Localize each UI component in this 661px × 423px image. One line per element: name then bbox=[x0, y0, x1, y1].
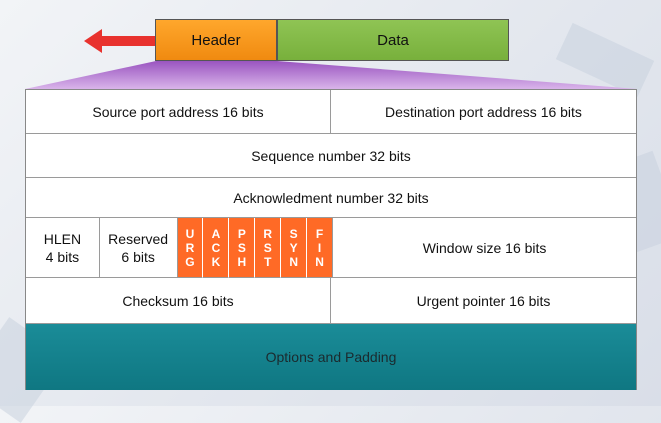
urgent-pointer-field: Urgent pointer 16 bits bbox=[331, 278, 636, 324]
source-port-field: Source port address 16 bits bbox=[26, 90, 331, 134]
data-segment: Data bbox=[277, 19, 509, 61]
hlen-bits: 4 bits bbox=[45, 248, 80, 265]
row-acknowledgment: Acknowledment number 32 bits bbox=[26, 178, 636, 218]
hlen-label: HLEN bbox=[43, 230, 82, 247]
flag-letter: S bbox=[263, 240, 272, 255]
flag-letter: N bbox=[289, 254, 298, 269]
destination-port-field: Destination port address 16 bits bbox=[331, 90, 636, 134]
flag-letter: C bbox=[211, 240, 221, 255]
flag-letter: H bbox=[237, 254, 247, 269]
header-segment: Header bbox=[155, 19, 277, 61]
flag-letter: A bbox=[211, 226, 221, 241]
window-size-field: Window size 16 bits bbox=[333, 218, 637, 278]
flag-letter: F bbox=[315, 226, 324, 241]
flag-letter: K bbox=[211, 254, 221, 269]
sequence-number-field: Sequence number 32 bits bbox=[26, 134, 636, 178]
flag-ack: A C K bbox=[203, 218, 230, 278]
row-checksum: Checksum 16 bits Urgent pointer 16 bits bbox=[26, 278, 636, 324]
flag-letter: R bbox=[263, 226, 273, 241]
flag-letter: U bbox=[185, 226, 195, 241]
left-arrow-icon bbox=[84, 29, 158, 53]
options-padding-field: Options and Padding bbox=[26, 324, 636, 390]
flag-letter: T bbox=[264, 254, 272, 269]
reserved-field: Reserved 6 bits bbox=[99, 218, 178, 278]
row-ports: Source port address 16 bits Destination … bbox=[26, 90, 636, 134]
row-control: HLEN 4 bits Reserved 6 bits U R G A C K … bbox=[26, 218, 637, 278]
tcp-header-table: Source port address 16 bits Destination … bbox=[25, 89, 637, 390]
hlen-field: HLEN 4 bits bbox=[26, 218, 100, 278]
reserved-label: Reserved bbox=[108, 230, 169, 247]
flag-letter: N bbox=[315, 254, 324, 269]
flag-letter: Y bbox=[289, 240, 298, 255]
flag-letter: R bbox=[185, 240, 195, 255]
flag-letter: G bbox=[185, 254, 195, 269]
acknowledgment-number-field: Acknowledment number 32 bits bbox=[26, 178, 636, 218]
checksum-field: Checksum 16 bits bbox=[26, 278, 331, 324]
flag-letter: S bbox=[237, 240, 246, 255]
header-expansion-wedge bbox=[25, 61, 637, 89]
options-padding-label: Options and Padding bbox=[265, 349, 397, 365]
flag-urg: U R G bbox=[177, 218, 204, 278]
flag-letter: S bbox=[289, 226, 298, 241]
reserved-bits: 6 bits bbox=[121, 248, 155, 265]
header-segment-label: Header bbox=[191, 31, 241, 49]
row-sequence: Sequence number 32 bits bbox=[26, 134, 636, 178]
flag-fin: F I N bbox=[307, 218, 334, 278]
flag-syn: S Y N bbox=[281, 218, 308, 278]
flag-rst: R S T bbox=[255, 218, 282, 278]
flag-psh: P S H bbox=[229, 218, 256, 278]
flag-letter: I bbox=[317, 240, 322, 255]
flag-letter: P bbox=[237, 226, 246, 241]
data-segment-label: Data bbox=[377, 31, 409, 49]
